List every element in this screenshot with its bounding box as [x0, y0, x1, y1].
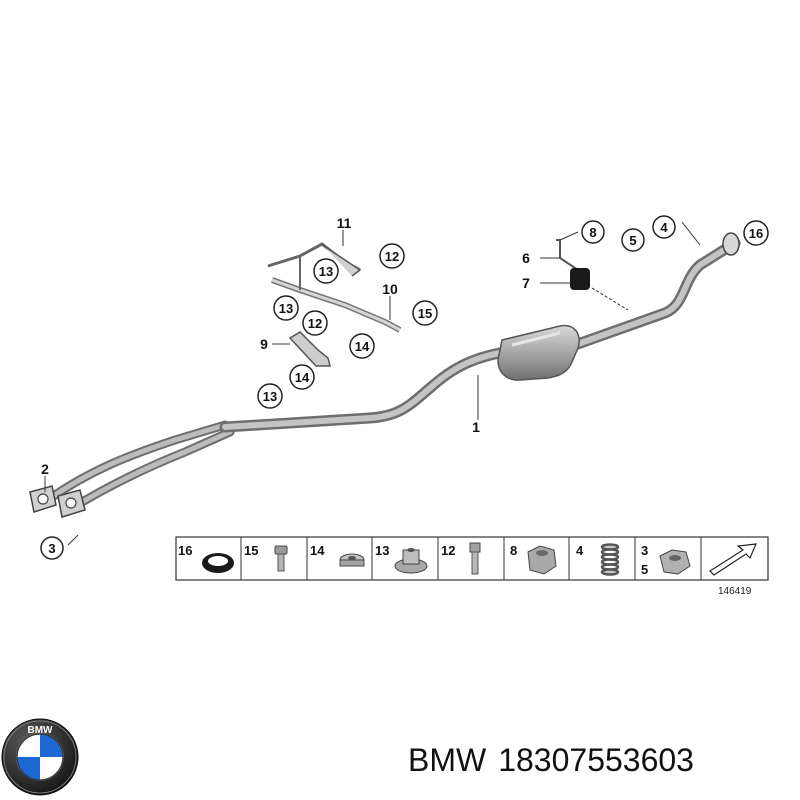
leader-lines	[44, 221, 701, 546]
legend-label-4: 4	[576, 543, 584, 558]
flat-nut-icon	[339, 553, 365, 567]
svg-text:13: 13	[319, 264, 333, 279]
callout-4: 4	[652, 215, 676, 239]
part-number: 18307553603	[498, 742, 694, 778]
legend-label-5: 5	[641, 562, 648, 577]
bmw-logo: BMW	[1, 718, 79, 796]
lock-nut-icon	[659, 549, 691, 575]
svg-text:12: 12	[308, 316, 322, 331]
callout-15: 15	[412, 300, 438, 326]
tail-flange	[722, 232, 740, 256]
svg-text:1: 1	[472, 419, 480, 435]
callout-14-right: 14	[349, 333, 375, 359]
svg-text:4: 4	[660, 220, 668, 235]
callout-13-top: 13	[313, 258, 339, 284]
callout-3: 3	[40, 536, 64, 560]
svg-text:10: 10	[382, 281, 398, 297]
svg-text:2: 2	[41, 461, 49, 477]
callout-2: 2	[41, 461, 49, 477]
stud-bolt-icon	[469, 542, 481, 575]
svg-text:9: 9	[260, 336, 268, 352]
legend-label-8: 8	[510, 543, 517, 558]
callout-13-bottom: 13	[257, 383, 283, 409]
svg-text:5: 5	[629, 233, 636, 248]
svg-text:13: 13	[279, 301, 293, 316]
legend-label-13: 13	[375, 543, 389, 558]
hex-nut-icon	[527, 545, 557, 575]
direction-arrow-icon	[709, 543, 757, 576]
svg-text:13: 13	[263, 389, 277, 404]
callout-7: 7	[522, 275, 530, 291]
svg-text:3: 3	[48, 541, 55, 556]
legend-label-14: 14	[310, 543, 325, 558]
callout-14-left: 14	[289, 364, 315, 390]
svg-text:7: 7	[522, 275, 530, 291]
callout-8: 8	[581, 220, 605, 244]
drawing-number: 146419	[718, 586, 752, 597]
rear-hanger	[556, 239, 590, 290]
callout-9: 9	[260, 336, 268, 352]
svg-text:11: 11	[337, 215, 352, 231]
callout-13-middle: 13	[273, 295, 299, 321]
svg-text:15: 15	[418, 306, 432, 321]
legend-label-3: 3	[641, 543, 648, 558]
front-flange-right	[57, 489, 86, 518]
bolt-icon	[274, 545, 288, 572]
callout-16: 16	[743, 220, 769, 246]
muffler	[497, 324, 580, 381]
flanged-nut-icon	[394, 548, 428, 574]
legend-label-16: 16	[178, 543, 192, 558]
callout-10: 10	[382, 281, 398, 297]
callout-12-lower: 12	[302, 310, 328, 336]
svg-text:14: 14	[355, 339, 370, 354]
legend-label-12: 12	[441, 543, 455, 558]
svg-text:BMW: BMW	[28, 725, 54, 736]
gasket-ring-icon	[202, 553, 234, 573]
brand-name: BMW	[408, 742, 487, 778]
bracket-upper	[267, 242, 402, 333]
callout-11: 11	[337, 215, 352, 231]
svg-text:6: 6	[522, 250, 530, 266]
exhaust-pipe-assembly	[29, 232, 741, 518]
callout-5: 5	[621, 228, 645, 252]
bracket-lower	[288, 331, 331, 367]
callout-6: 6	[522, 250, 530, 266]
parts-legend: 16 15 14 13 12 8 4 3 5	[175, 536, 769, 597]
front-pipe-upper	[43, 420, 230, 505]
callout-1: 1	[472, 419, 480, 435]
svg-text:16: 16	[749, 226, 763, 241]
svg-text:8: 8	[589, 225, 596, 240]
front-flange-left	[29, 485, 57, 513]
svg-text:12: 12	[385, 249, 399, 264]
callout-12-upper: 12	[379, 243, 405, 269]
svg-text:14: 14	[295, 370, 310, 385]
part-caption: BMW 18307553603	[408, 742, 792, 786]
spring-icon	[600, 543, 620, 576]
legend-label-15: 15	[244, 543, 258, 558]
